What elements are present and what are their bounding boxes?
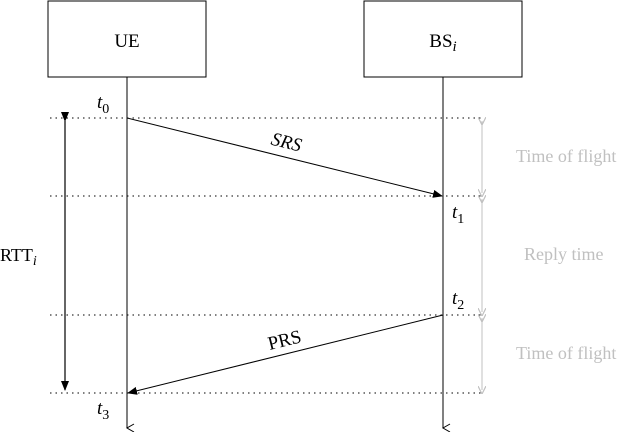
srs-message: SRS [126,117,443,198]
bs-entity: BSi [363,0,523,78]
flight2-label: Time of flight [516,343,616,363]
time-guides [50,117,482,394]
ue-entity: UE [47,0,207,78]
reply-label: Reply time [524,244,604,264]
prs-message: PRS [127,314,444,395]
t0-label: t0 [97,92,109,117]
bs-box [363,0,523,78]
rtt-label: RTTi [0,245,37,269]
rtt-measure: RTTi [0,112,69,391]
bs-label: BSi [429,31,456,55]
t3-label: t3 [97,398,109,423]
srs-arrow [126,117,443,198]
ue-box [47,0,207,78]
flight1-label: Time of flight [516,146,616,166]
ue-label: UE [114,31,139,52]
t2-label: t2 [452,288,464,313]
t1-label: t1 [452,202,464,227]
prs-arrow [127,314,444,395]
srs-label: SRS [269,129,304,157]
